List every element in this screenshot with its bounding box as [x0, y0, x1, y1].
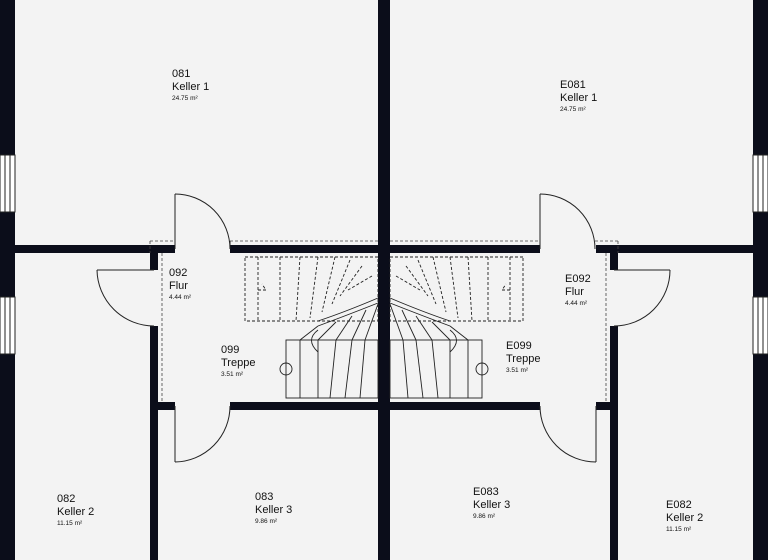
room-e092-label: E092 Flur 4.44 m² [565, 273, 591, 308]
room-area: 11.15 m² [666, 526, 692, 534]
overhead-dashed-lines [149, 240, 619, 402]
room-name: Keller 3 [473, 499, 511, 512]
doors [96, 193, 671, 463]
room-number: 092 [169, 267, 188, 279]
room-082-label: 082 Keller 2 11.15 m² [57, 493, 94, 528]
wall-upper-left-b [230, 245, 378, 253]
room-number: 099 [221, 344, 240, 356]
window-right-top [752, 154, 768, 213]
room-099-label: 099 Treppe 3.51 m² [221, 344, 255, 379]
door-keller3-left [174, 405, 231, 463]
window-left-top [0, 154, 16, 213]
wall-lower-right-b [596, 402, 610, 410]
room-number: E099 [506, 340, 532, 352]
windows [0, 154, 768, 355]
outer-wall-left [0, 0, 15, 560]
room-081-label: 081 Keller 1 24.75 m² [172, 68, 209, 103]
room-name: Flur [169, 280, 188, 293]
room-area: 3.51 m² [506, 367, 529, 375]
room-name: Keller 1 [560, 92, 598, 105]
door-keller1-left [174, 193, 231, 250]
window-left-bottom [0, 296, 16, 355]
room-area: 3.51 m² [221, 371, 244, 379]
wall-corridor-right-top [610, 253, 618, 270]
door-keller1-right [539, 193, 596, 250]
room-name: Flur [565, 286, 584, 299]
wall-lower-left-b [230, 402, 378, 410]
room-area: 11.15 m² [57, 520, 83, 528]
room-name: Treppe [221, 357, 256, 370]
window-right-bottom [752, 296, 768, 355]
room-name: Keller 3 [255, 504, 293, 517]
room-name: Treppe [506, 353, 541, 366]
room-e082-label: E082 Keller 2 11.15 m² [666, 499, 703, 534]
room-number: 083 [255, 491, 274, 503]
wall-upper-left-a [15, 245, 175, 253]
door-keller2-right [613, 269, 671, 327]
wall-upper-right-b [596, 245, 753, 253]
room-e099-label: E099 Treppe 3.51 m² [506, 340, 540, 375]
room-092-label: 092 Flur 4.44 m² [169, 267, 191, 302]
party-wall [378, 0, 390, 560]
wall-lower-right-a [390, 402, 540, 410]
wall-corridor-left-top [150, 253, 158, 270]
wall-upper-right-a [390, 245, 540, 253]
room-number: E081 [560, 79, 586, 91]
room-name: Keller 2 [666, 512, 704, 525]
room-number: 082 [57, 493, 76, 505]
room-name: Keller 1 [172, 81, 210, 94]
room-number: E083 [473, 486, 499, 498]
room-area: 24.75 m² [172, 95, 198, 103]
room-e083-label: E083 Keller 3 9.86 m² [473, 486, 510, 521]
outer-wall-right [753, 0, 768, 560]
staircase-right [389, 256, 524, 399]
room-area: 24.75 m² [560, 106, 586, 114]
room-e081-label: E081 Keller 1 24.75 m² [560, 79, 597, 114]
staircase-left [244, 256, 379, 399]
wall-corridor-left [150, 326, 158, 560]
door-keller2-left [96, 269, 155, 327]
room-area: 9.86 m² [255, 518, 278, 526]
room-number: E092 [565, 273, 591, 285]
door-keller3-right [539, 405, 597, 463]
wall-lower-left-a [158, 402, 175, 410]
room-number: E082 [666, 499, 692, 511]
room-number: 081 [172, 68, 191, 80]
wall-corridor-right [610, 326, 618, 560]
room-area: 4.44 m² [565, 300, 588, 308]
room-name: Keller 2 [57, 506, 95, 519]
room-area: 9.86 m² [473, 513, 496, 521]
room-083-label: 083 Keller 3 9.86 m² [255, 491, 292, 526]
room-area: 4.44 m² [169, 294, 192, 302]
